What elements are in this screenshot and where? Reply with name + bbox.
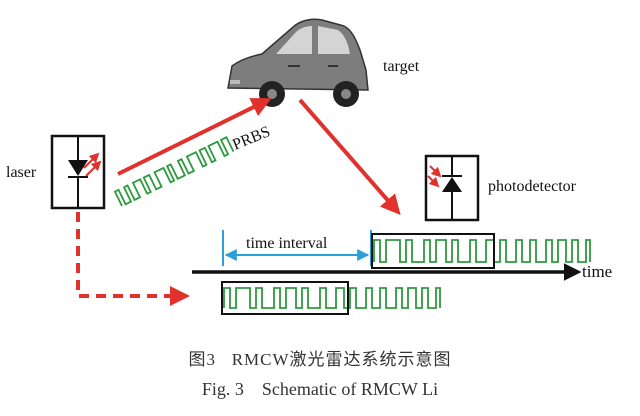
received-signal: [371, 233, 591, 269]
time-axis-label: time: [582, 262, 612, 281]
caption-chinese: 图3 RMCW激光雷达系统示意图: [0, 345, 640, 370]
transmit-arrow: [117, 98, 272, 176]
target-label: target: [383, 58, 420, 75]
prbs-label: PRBS: [230, 123, 273, 153]
reference-arrow: [76, 212, 190, 306]
caption-zh-fig: 图3: [188, 350, 216, 369]
caption-english: Fig. 3 Schematic of RMCW Li: [0, 375, 640, 403]
caption-en-text: Schematic of RMCW Li: [261, 379, 439, 399]
car-icon: [227, 18, 369, 107]
time-interval-label: time interval: [246, 235, 328, 252]
caption-zh-text: RMCW激光雷达系统示意图: [231, 350, 452, 369]
return-arrow: [298, 98, 401, 216]
prbs-waveform: [113, 136, 235, 207]
laser-diode-icon: [50, 134, 106, 210]
photodetector-label: photodetector: [488, 178, 577, 195]
laser-label: laser: [6, 164, 37, 181]
reference-signal: [221, 281, 441, 315]
caption-fade-overlay: [440, 375, 510, 403]
photodiode-icon: [424, 154, 480, 222]
caption-en-fig: Fig. 3: [201, 379, 244, 399]
